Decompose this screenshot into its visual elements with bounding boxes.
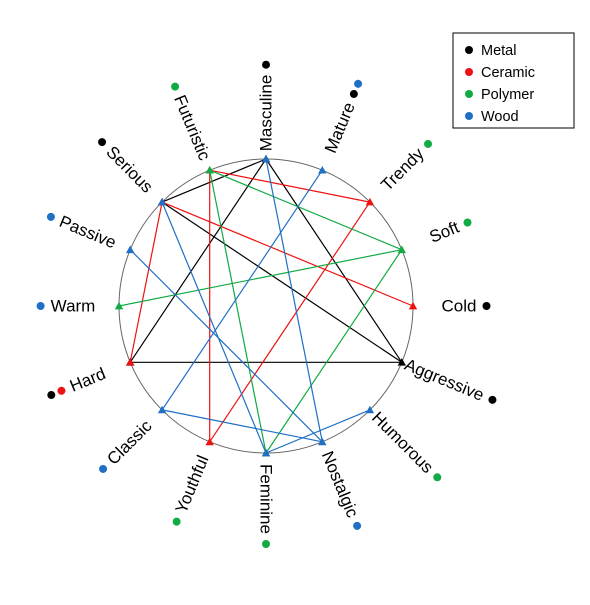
- line-ceramic-serious-cold: [161, 201, 414, 307]
- term-soft: Soft: [427, 217, 472, 247]
- dot-youthful-polymer: [172, 517, 181, 526]
- line-metal-serious-aggressive: [161, 201, 403, 363]
- legend-label-ceramic: Ceramic: [481, 65, 535, 81]
- line-polymer-futuristic-feminine: [209, 170, 267, 454]
- marker-wood-nostalgic: [318, 437, 327, 446]
- line-wood-mature-classic: [161, 169, 323, 411]
- dot-hard-metal: [47, 390, 56, 399]
- line-wood-serious-feminine: [161, 201, 267, 454]
- legend-box: [452, 32, 575, 129]
- connection-lines: [118, 158, 414, 454]
- term-masculine: Masculine: [257, 60, 276, 152]
- dot-serious-metal: [98, 138, 107, 147]
- legend-dot-ceramic: [465, 68, 473, 76]
- dot-soft-polymer: [463, 218, 472, 227]
- marker-ceramic-hard: [126, 358, 135, 366]
- term-passive: Passive: [46, 212, 119, 252]
- marker-ceramic-cold: [408, 301, 418, 310]
- term-futuristic: Futuristic: [170, 82, 214, 164]
- term-label-futuristic: Futuristic: [170, 92, 214, 163]
- triangle-markers: [114, 154, 418, 457]
- marker-wood-mature: [318, 166, 327, 174]
- line-wood-classic-nostalgic: [161, 409, 323, 443]
- term-label-masculine: Masculine: [257, 75, 276, 152]
- term-label-youthful: Youthful: [172, 453, 213, 516]
- line-polymer-feminine-soft: [265, 249, 403, 454]
- dot-mature-metal: [349, 89, 358, 98]
- dot-trendy-polymer: [424, 139, 433, 148]
- marker-ceramic-trendy: [365, 197, 375, 206]
- term-label-aggressive: Aggressive: [402, 355, 487, 405]
- dot-masculine-metal: [262, 60, 270, 69]
- term-warm: Warm: [36, 297, 96, 316]
- term-label-cold: Cold: [442, 297, 477, 316]
- legend-label-metal: Metal: [481, 43, 516, 59]
- term-label-nostalgic: Nostalgic: [318, 448, 363, 520]
- term-label-soft: Soft: [427, 217, 462, 246]
- line-ceramic-serious-hard: [129, 201, 163, 363]
- term-classic: Classic: [99, 416, 156, 473]
- marker-polymer-warm: [114, 301, 124, 310]
- legend-dot-wood: [465, 112, 473, 120]
- term-aggressive: Aggressive: [402, 355, 497, 405]
- marker-wood-serious: [157, 197, 167, 206]
- marker-metal-aggressive: [397, 358, 406, 366]
- term-mature: Mature: [321, 79, 363, 156]
- marker-polymer-futuristic: [205, 166, 214, 174]
- term-label-warm: Warm: [51, 297, 96, 316]
- legend-dot-polymer: [465, 90, 473, 98]
- term-humorous: Humorous: [368, 408, 442, 482]
- term-cold: Cold: [442, 297, 491, 316]
- line-polymer-soft-warm: [118, 249, 402, 307]
- marker-wood-feminine: [261, 448, 271, 457]
- term-feminine: Feminine: [257, 464, 276, 548]
- dot-humorous-polymer: [433, 473, 442, 482]
- dot-mature-wood: [354, 79, 363, 88]
- term-label-feminine: Feminine: [257, 464, 276, 534]
- term-hard: Hard: [47, 364, 108, 399]
- marker-ceramic-youthful: [205, 437, 214, 446]
- term-nostalgic: Nostalgic: [318, 448, 363, 530]
- line-ceramic-futuristic-trendy: [209, 169, 371, 203]
- dot-hard-ceramic: [57, 386, 66, 395]
- dot-classic-wood: [99, 464, 108, 473]
- dot-passive-wood: [46, 212, 55, 221]
- marker-wood-masculine: [261, 154, 271, 163]
- line-wood-masculine-nostalgic: [265, 158, 323, 442]
- line-ceramic-trendy-youthful: [209, 201, 371, 443]
- legend-dot-metal: [465, 46, 473, 54]
- marker-wood-classic: [157, 405, 167, 414]
- term-label-serious: Serious: [102, 142, 156, 196]
- marker-polymer-soft: [397, 245, 406, 254]
- legend-label-polymer: Polymer: [481, 87, 534, 103]
- dot-cold-metal: [482, 302, 491, 310]
- line-wood-feminine-humorous: [265, 409, 371, 454]
- term-serious: Serious: [98, 138, 157, 197]
- term-label-passive: Passive: [57, 212, 119, 252]
- term-label-mature: Mature: [321, 100, 359, 156]
- line-polymer-futuristic-soft: [209, 169, 403, 251]
- marker-wood-passive: [126, 245, 135, 254]
- dot-feminine-polymer: [262, 540, 270, 548]
- marker-wood-humorous: [365, 405, 375, 414]
- dot-warm-wood: [36, 302, 45, 310]
- term-label-hard: Hard: [67, 364, 108, 396]
- term-label-classic: Classic: [103, 416, 156, 469]
- line-metal-masculine-aggressive: [265, 158, 403, 363]
- dot-aggressive-metal: [488, 395, 497, 404]
- term-youthful: Youthful: [172, 453, 213, 526]
- term-label-trendy: Trendy: [377, 144, 428, 195]
- term-label-humorous: Humorous: [368, 408, 437, 477]
- term-trendy: Trendy: [377, 139, 433, 195]
- legend-label-wood: Wood: [481, 109, 519, 125]
- dot-futuristic-polymer: [171, 82, 180, 91]
- legend: Metal Ceramic Polymer Wood: [452, 32, 575, 129]
- dot-nostalgic-wood: [353, 521, 362, 530]
- line-wood-passive-nostalgic: [129, 249, 323, 443]
- line-metal-masculine-serious: [161, 158, 267, 203]
- line-metal-masculine-hard: [129, 158, 267, 363]
